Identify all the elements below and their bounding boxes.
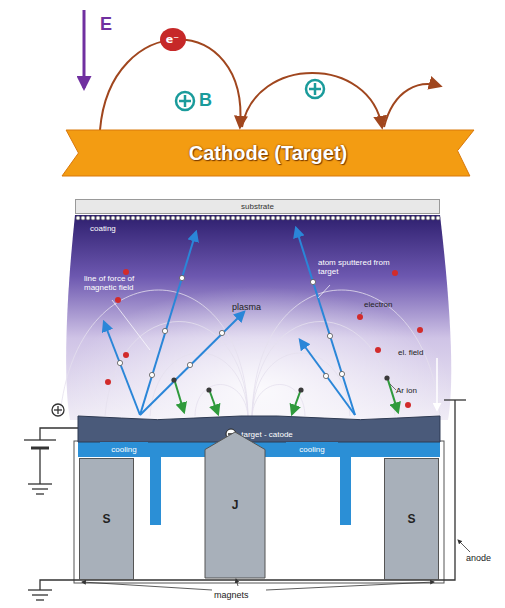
node-text: substrate (241, 202, 274, 211)
sputtered-atoms (117, 275, 344, 378)
substrate-plate: substrate (75, 199, 440, 214)
ar-ions (171, 375, 389, 392)
node-text: cooling (111, 445, 136, 454)
leader-lines (112, 285, 330, 350)
node-text: S (102, 512, 110, 526)
region-label: plasma (232, 302, 261, 312)
field-symbol: E (100, 14, 112, 35)
node-text: S (407, 512, 415, 526)
electron-path (100, 40, 241, 130)
part-label: magnets (214, 590, 249, 600)
part-label: electron (364, 300, 392, 309)
electrons (105, 269, 423, 408)
magnet-pole: J (205, 432, 265, 578)
node-text: J (232, 498, 239, 512)
part-label: atom sputtered from target (318, 258, 398, 276)
plasma-glow (66, 215, 451, 420)
field-symbol: B (199, 90, 212, 111)
part-label: line of force of magnetic field (84, 274, 164, 292)
magnet-pole: S (384, 458, 439, 580)
electron-circle: e⁻ (160, 28, 186, 51)
part-label: el. field (398, 348, 423, 357)
part-label: coating (90, 224, 116, 233)
el-field-arrow (436, 358, 438, 410)
power-supply-wiring (24, 400, 466, 600)
b-field-symbol (176, 92, 194, 110)
node-text: target - catode (241, 430, 293, 439)
e-field-arrow (83, 10, 86, 88)
leader-lines (361, 312, 396, 390)
cooling-channel: cooling (100, 442, 148, 456)
part-label: anode (466, 553, 491, 563)
magnet-pole: S (79, 458, 134, 580)
cooling-channel: cooling (286, 442, 338, 456)
electron-path (384, 84, 440, 127)
target-plate: target - catode (78, 416, 440, 442)
node-text: Cathode (Target) (189, 142, 348, 165)
magnetic-field-lines (60, 290, 440, 416)
b-field-symbol (306, 80, 324, 98)
cathode-band: Cathode (Target) (62, 130, 474, 176)
electron-path (242, 73, 382, 127)
coating-layer (76, 216, 440, 220)
node-text: e⁻ (166, 33, 179, 46)
part-label: Ar ion (396, 386, 417, 395)
ion-paths (175, 380, 398, 414)
plasma-region (66, 215, 451, 420)
sputtered-atom-paths (104, 228, 355, 415)
node-text: cooling (299, 445, 324, 454)
